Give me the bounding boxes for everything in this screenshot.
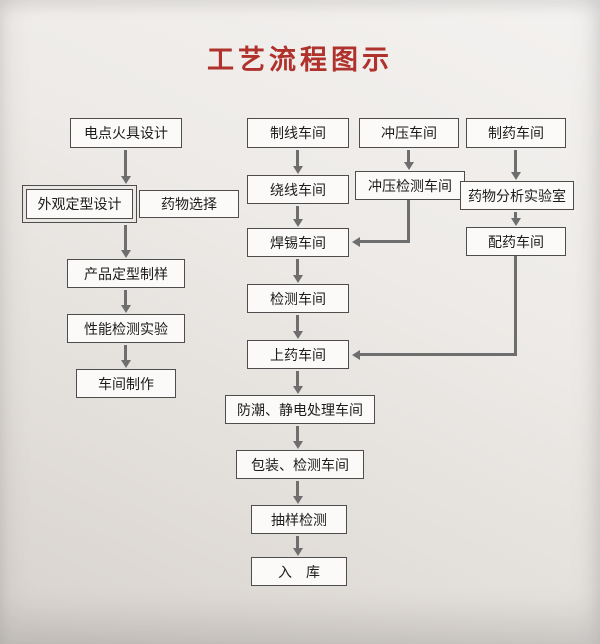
arrow-inspection-to-drugloading — [296, 315, 299, 331]
page-title: 工艺流程图示 — [207, 45, 393, 75]
node-stamping: 冲压车间 — [359, 118, 459, 148]
node-packing-inspection: 包装、检测车间 — [236, 450, 364, 479]
node-appearance-design-label: 外观定型设计 — [26, 189, 133, 219]
node-igniter-design: 电点火具设计 — [70, 118, 182, 148]
arrow-moisture-to-packing — [296, 426, 299, 441]
node-product-sample: 产品定型制样 — [67, 259, 185, 288]
node-moisture-static: 防潮、静电处理车间 — [225, 395, 375, 424]
node-drug-selection: 药物选择 — [139, 190, 239, 218]
node-workshop-build: 车间制作 — [76, 369, 176, 398]
arrow-stamping-to-stampinspection — [407, 150, 410, 162]
node-wire-winding: 绕线车间 — [247, 175, 349, 204]
arrow-sampling-to-warehouse — [296, 536, 299, 548]
arrow-pharma-to-analysis — [514, 150, 517, 172]
node-drug-dispensing: 配药车间 — [466, 227, 566, 256]
arrow-soldering-to-inspection — [296, 259, 299, 275]
node-drug-analysis-lab: 药物分析实验室 — [460, 181, 574, 210]
arrow-packing-to-sampling — [296, 481, 299, 496]
node-sampling-inspection: 抽样检测 — [251, 505, 347, 534]
node-appearance-design: 外观定型设计 — [22, 185, 137, 223]
arrow-winding-to-soldering — [296, 206, 299, 219]
arrow-drugloading-to-moisture — [296, 371, 299, 386]
arrow-dispensing-to-drugloading — [360, 353, 517, 356]
arrow-igniter-to-appearance — [124, 150, 127, 176]
node-warehousing: 入 库 — [251, 557, 347, 586]
arrow-stampinspection-to-soldering — [360, 240, 410, 243]
node-drug-loading: 上药车间 — [247, 340, 349, 369]
node-wire-making: 制线车间 — [247, 118, 349, 148]
arrow-appearance-to-sample — [124, 225, 127, 250]
arrow-sample-to-test — [124, 290, 127, 305]
node-pharma-workshop: 制药车间 — [466, 118, 566, 148]
arrow-analysis-to-dispensing — [514, 212, 517, 218]
elbow-stamping-vertical — [407, 200, 410, 243]
arrow-wiremaking-to-winding — [296, 150, 299, 166]
node-inspection: 检测车间 — [247, 284, 349, 313]
node-performance-test: 性能检测实验 — [67, 314, 185, 343]
elbow-dispensing-vertical — [514, 256, 517, 356]
node-stamping-inspection: 冲压检测车间 — [355, 171, 465, 200]
node-soldering: 焊锡车间 — [247, 228, 349, 257]
arrow-test-to-build — [124, 345, 127, 360]
